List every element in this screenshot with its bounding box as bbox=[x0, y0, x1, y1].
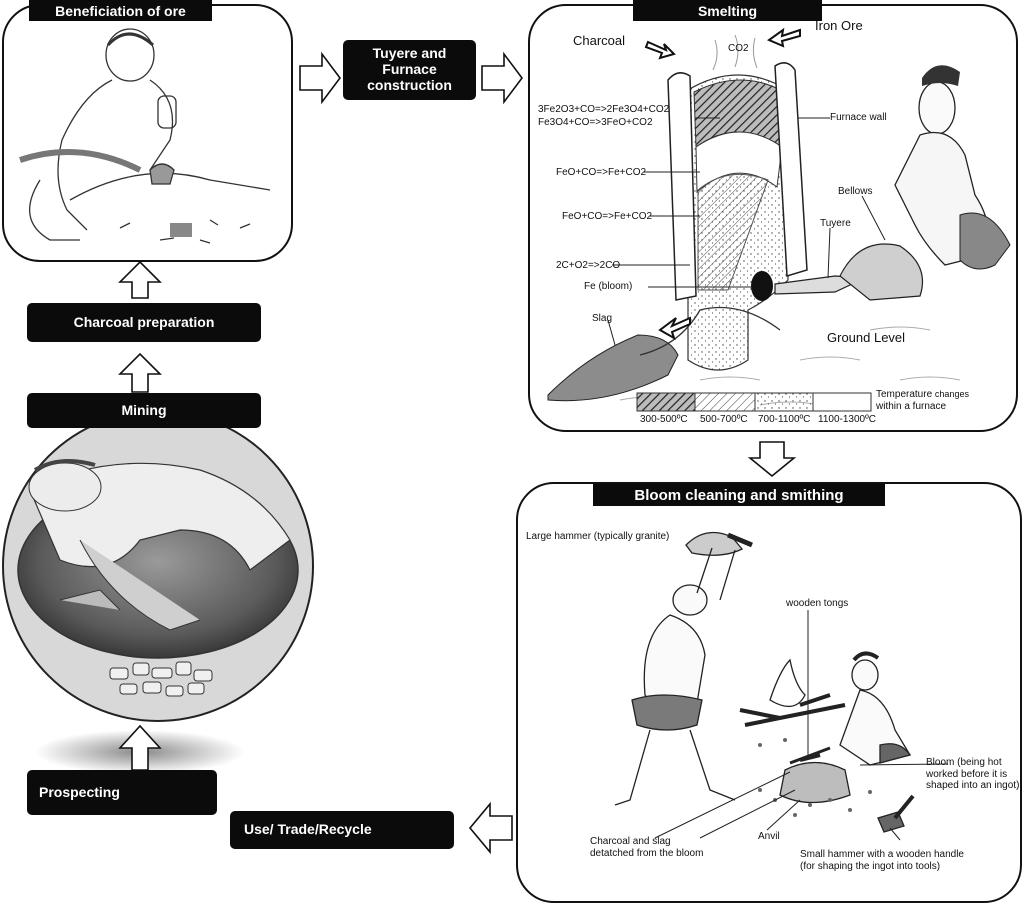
label-large-hammer: Large hammer (typically granite) bbox=[526, 531, 670, 542]
step-beneficiation: Beneficiation of ore bbox=[29, 0, 212, 21]
label-eq4: FeO+CO=>Fe+CO2 bbox=[562, 211, 653, 222]
beneficiation-panel bbox=[2, 4, 293, 262]
arrow-left-1 bbox=[468, 801, 513, 855]
label-anvil: Anvil bbox=[758, 831, 780, 842]
label-bloom-a: Bloom (being hot bbox=[926, 757, 1002, 768]
legend-title-b: changes bbox=[934, 389, 969, 399]
arrow-right-2 bbox=[481, 51, 523, 105]
label-bloom-b: worked before it is bbox=[926, 768, 1008, 780]
step-prospecting: Prospecting bbox=[27, 770, 217, 815]
label-tuyere: Tuyere bbox=[820, 218, 851, 229]
flow-arrows bbox=[118, 51, 797, 855]
legend-title-a: Temperature bbox=[876, 389, 933, 400]
smelting-illustration bbox=[547, 27, 1011, 412]
arrow-up-2 bbox=[118, 352, 162, 393]
label-small-hammer-a: Small hammer with a wooden handle bbox=[800, 849, 964, 860]
step-bloom-smithing: Bloom cleaning and smithing bbox=[593, 484, 885, 506]
step-smelting: Smelting bbox=[633, 0, 822, 21]
label-bloom-c: shaped into an ingot) bbox=[926, 780, 1020, 791]
step-charcoal-prep: Charcoal preparation bbox=[27, 303, 261, 342]
label-eq2: Fe3O4+CO=>3FeO+CO2 bbox=[538, 117, 653, 128]
label-furnace-wall: Furnace wall bbox=[830, 112, 887, 123]
arrow-up-1 bbox=[118, 260, 162, 299]
legend-t2: 500-700ºC bbox=[700, 414, 748, 425]
label-bloom: Bloom (being hot worked before it is sha… bbox=[926, 757, 1019, 792]
label-iron-ore: Iron Ore bbox=[815, 18, 863, 33]
legend-t1: 300-500ºC bbox=[640, 414, 688, 425]
arrow-down-1 bbox=[747, 441, 797, 478]
label-charcoal-slag-a: Charcoal and slag bbox=[590, 836, 671, 847]
label-co2: CO2 bbox=[728, 43, 749, 54]
step-use-trade-recycle: Use/ Trade/Recycle bbox=[230, 811, 454, 849]
label-charcoal-slag-b: detatched from the bloom bbox=[590, 847, 704, 859]
legend-title: Temperature changes within a furnace bbox=[876, 389, 969, 412]
arrow-right-1 bbox=[299, 51, 341, 105]
beneficiation-illustration bbox=[19, 28, 271, 244]
legend-t3: 700-1100ºC bbox=[758, 414, 811, 425]
label-wooden-tongs: wooden tongs bbox=[786, 598, 849, 609]
label-eq5: 2C+O2=>2CO bbox=[556, 260, 621, 271]
label-ground-level: Ground Level bbox=[827, 330, 906, 345]
smithing-illustration bbox=[614, 531, 949, 841]
legend-t4: 1100-1300ºC bbox=[818, 414, 876, 425]
smithing-panel bbox=[516, 482, 1022, 903]
legend-title-c: within a furnace bbox=[876, 400, 947, 412]
label-small-hammer-b: (for shaping the ingot into tools) bbox=[800, 860, 941, 872]
mining-illustration bbox=[2, 410, 314, 722]
label-eq1: 3Fe2O3+CO=>2Fe3O4+CO2 bbox=[538, 104, 670, 115]
label-eq3: FeO+CO=>Fe+CO2 bbox=[556, 167, 647, 178]
label-small-hammer: Small hammer with a wooden handle (for s… bbox=[800, 849, 964, 872]
step-tuyere-furnace: Tuyere and Furnace construction bbox=[343, 40, 476, 100]
label-charcoal: Charcoal bbox=[573, 33, 626, 48]
label-slag: Slag bbox=[592, 313, 613, 324]
label-bellows: Bellows bbox=[838, 186, 873, 197]
step-mining: Mining bbox=[27, 393, 261, 428]
label-charcoal-slag: Charcoal and slag detatched from the blo… bbox=[590, 836, 703, 859]
label-fe-bloom: Fe (bloom) bbox=[584, 281, 633, 292]
arrow-up-3 bbox=[118, 724, 162, 771]
